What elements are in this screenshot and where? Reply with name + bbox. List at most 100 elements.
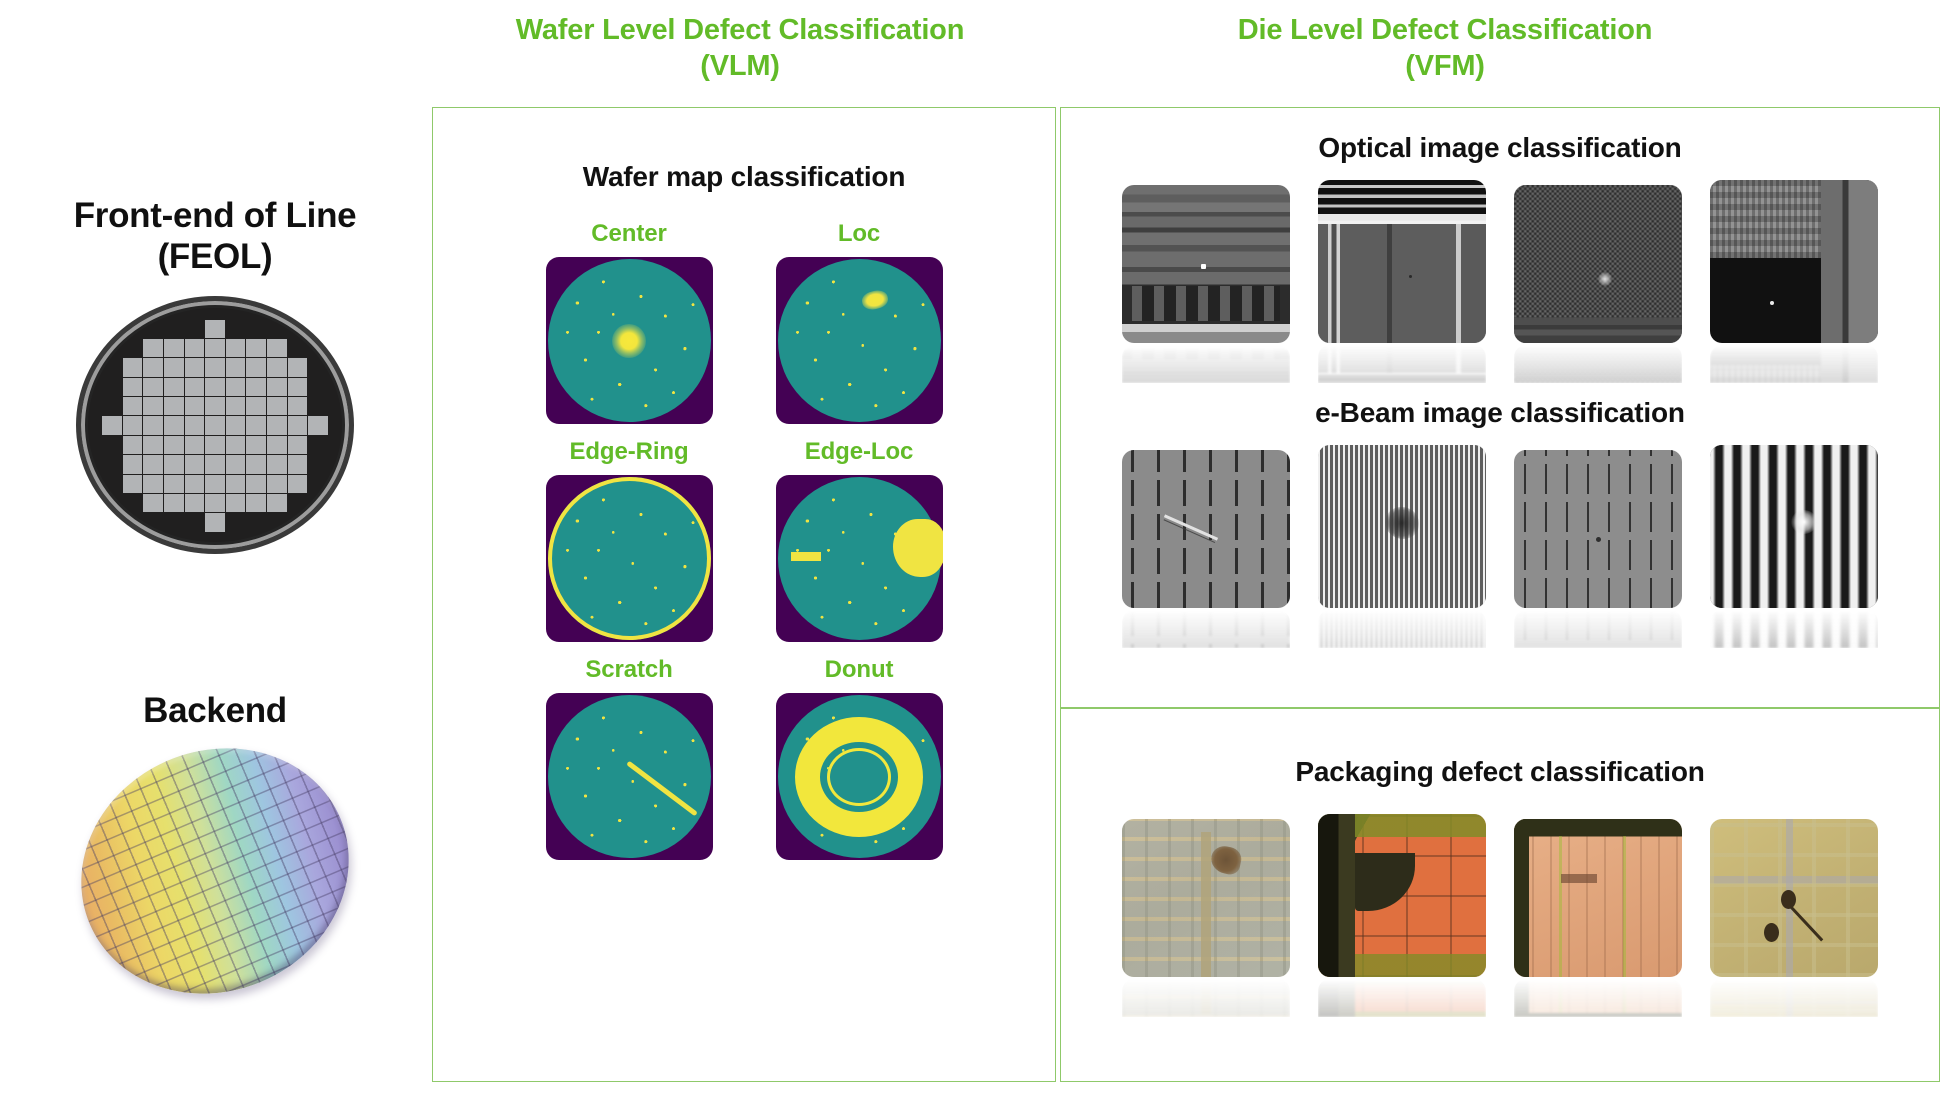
ebeam-thumb-1[interactable]	[1122, 450, 1290, 648]
defect-speckle	[547, 695, 711, 858]
thumb-reflection	[1514, 610, 1682, 648]
die-cell	[308, 475, 328, 493]
defect-marker	[1200, 264, 1206, 269]
optical-thumb-4[interactable]	[1710, 180, 1878, 383]
wafer-map-item-donut[interactable]: Donut	[759, 656, 959, 860]
center-defect-cluster	[612, 323, 646, 358]
die-cell	[184, 455, 205, 474]
ebeam-image-3	[1514, 450, 1682, 608]
die-cell	[225, 435, 246, 455]
wafer-map-item-edge-loc[interactable]: Edge-Loc	[759, 438, 959, 642]
bond-pad-marker	[1763, 923, 1779, 943]
thumb-reflection	[1318, 979, 1486, 1017]
die-cell	[246, 513, 266, 531]
optical-image-3	[1514, 185, 1682, 343]
wafer-map-image-edge-ring	[545, 475, 713, 642]
die-cell	[225, 416, 246, 435]
die-cell	[102, 416, 122, 435]
die-cell	[308, 320, 328, 338]
wafer-map-item-scratch[interactable]: Scratch	[529, 656, 729, 860]
die-cell	[163, 416, 184, 435]
defect-speckle	[777, 259, 941, 422]
optical-classification-heading: Optical image classification	[1318, 132, 1682, 163]
die-cell	[205, 513, 225, 532]
die-cell	[288, 339, 308, 357]
die-cell	[267, 397, 287, 416]
edge-ring-defect	[547, 477, 711, 640]
packaging-thumb-3[interactable]	[1514, 819, 1682, 1017]
wafer-map-image-scratch	[545, 693, 713, 860]
die-cell	[163, 435, 184, 455]
die-cell	[102, 358, 122, 376]
thumb-reflection	[1710, 345, 1878, 383]
die-cell	[225, 455, 246, 474]
packaging-thumb-1[interactable]	[1122, 819, 1290, 1017]
optical-thumb-3[interactable]	[1514, 185, 1682, 383]
die-cell	[205, 493, 225, 513]
wafer-disc	[777, 695, 941, 858]
die-cell	[225, 338, 246, 358]
die-cell	[205, 435, 225, 455]
packaging-thumb-2[interactable]	[1318, 814, 1486, 1017]
packaging-thumb-4[interactable]	[1710, 819, 1878, 1017]
ebeam-image-4	[1710, 445, 1878, 608]
ebeam-thumb-4[interactable]	[1710, 445, 1878, 648]
thumb-reflection	[1318, 345, 1486, 383]
ebeam-image-2	[1318, 445, 1486, 608]
die-cell	[143, 377, 163, 397]
die-cell	[163, 455, 184, 474]
wafer-map-item-center[interactable]: Center	[529, 220, 729, 424]
stage-feol: Front-end of Line (FEOL)	[0, 195, 430, 554]
die-cell	[143, 513, 163, 531]
backend-wafer-graphic	[42, 707, 388, 1035]
stage-backend-label: Backend	[143, 691, 287, 730]
die-cell	[143, 474, 163, 493]
die-cell	[267, 435, 287, 455]
die-cell	[143, 320, 163, 338]
die-cell	[267, 377, 287, 397]
wafer-map-item-edge-ring[interactable]: Edge-Ring	[529, 438, 729, 642]
die-cell	[163, 493, 184, 513]
optical-thumb-2[interactable]	[1318, 180, 1486, 383]
die-cell	[185, 513, 205, 531]
die-cell	[184, 397, 205, 416]
optical-image-row	[1061, 180, 1939, 383]
die-cell	[308, 416, 328, 435]
die-cell	[102, 494, 122, 512]
die-cell	[246, 474, 267, 493]
wafer-disc	[547, 259, 711, 422]
die-cell	[102, 397, 122, 415]
die-cell	[184, 416, 205, 435]
die-cell	[143, 397, 163, 416]
optical-image-1	[1122, 185, 1290, 343]
die-cell	[143, 493, 163, 513]
die-cell	[287, 474, 308, 493]
missing-contact-marker	[1596, 536, 1602, 542]
die-cell	[185, 320, 205, 338]
wafer-map-label: Edge-Ring	[569, 438, 689, 465]
die-cell	[122, 435, 143, 455]
wafer-map-label: Center	[591, 220, 667, 247]
die-cell	[225, 358, 246, 377]
die-cell	[246, 435, 267, 455]
ebeam-thumb-2[interactable]	[1318, 445, 1486, 648]
ebeam-thumb-3[interactable]	[1514, 450, 1682, 648]
bond-pad-marker	[1780, 890, 1796, 910]
die-cell	[246, 397, 267, 416]
die-cell	[163, 338, 184, 358]
process-stage-column: Front-end of Line (FEOL) Backend	[0, 0, 430, 1104]
die-cell	[122, 397, 143, 416]
die-cell	[164, 320, 184, 338]
wafer-map-image-edge-loc	[775, 475, 943, 642]
die-level-inspection-panel: Optical image classification e-Beam imag…	[1060, 107, 1940, 708]
die-cell	[288, 320, 308, 338]
optical-thumb-1[interactable]	[1122, 185, 1290, 383]
die-cell	[225, 377, 246, 397]
delamination-marker	[1354, 853, 1415, 912]
die-cell	[226, 320, 246, 338]
die-cell	[225, 493, 246, 513]
wafer-map-item-loc[interactable]: Loc	[759, 220, 959, 424]
die-cell	[205, 474, 225, 493]
die-cell	[102, 339, 122, 357]
